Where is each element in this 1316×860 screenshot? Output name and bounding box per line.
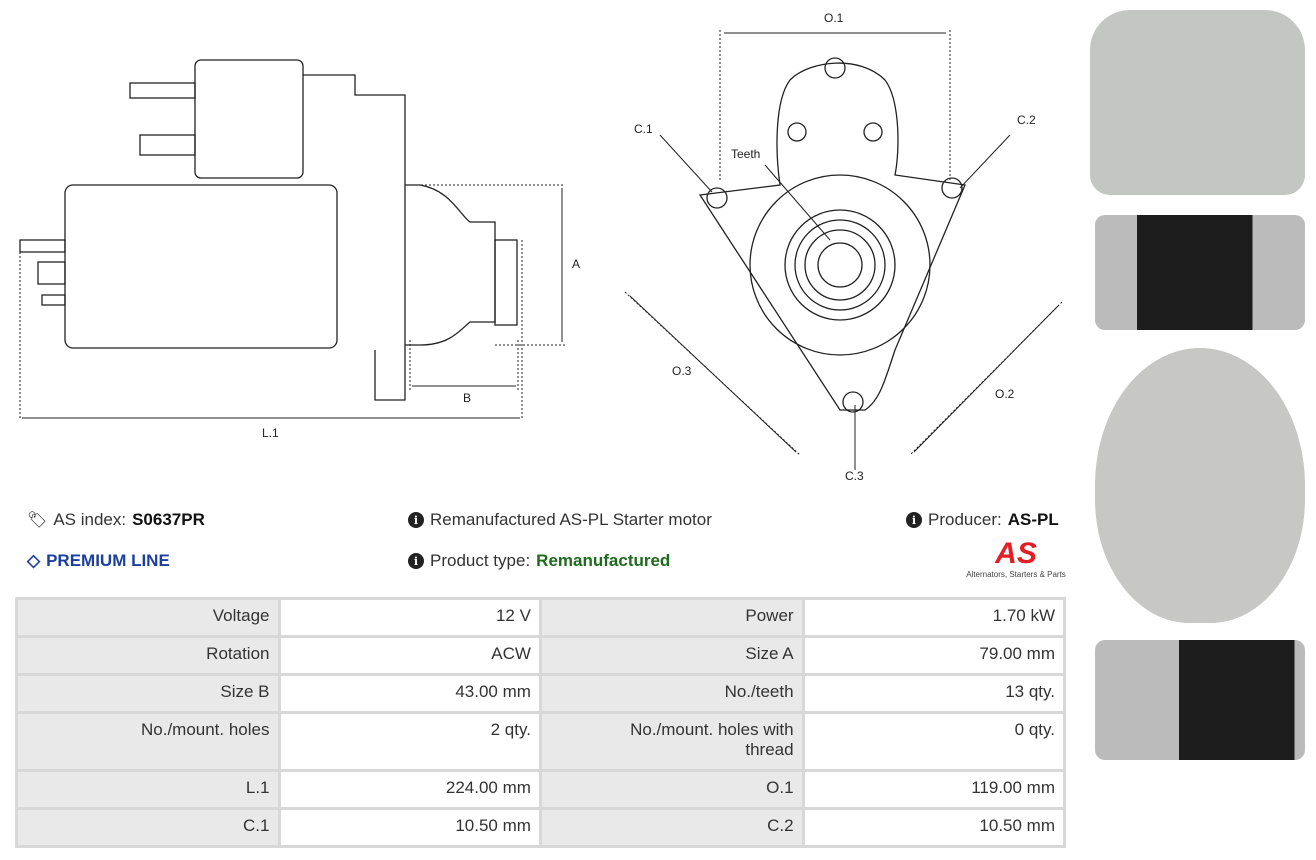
label-C3: C.3: [845, 469, 864, 483]
spec-value: 13 qty.: [801, 673, 1067, 714]
spec-value: 10.50 mm: [277, 807, 542, 848]
spec-value: 224.00 mm: [277, 769, 542, 810]
spec-label: No./mount. holes with thread: [538, 711, 805, 772]
spec-label: Size A: [538, 635, 805, 676]
spec-value: 2 qty.: [277, 711, 542, 772]
as-index: 🏷 AS index:S0637PR: [27, 510, 205, 529]
label-O3: O.3: [672, 364, 692, 378]
spec-label: Power: [538, 597, 805, 638]
front-view-drawing: [698, 57, 966, 413]
label-O2: O.2: [995, 387, 1015, 401]
product-photo-front: [1090, 10, 1305, 195]
label-A: A: [572, 257, 580, 271]
spec-label: Voltage: [15, 597, 281, 638]
spec-value: 10.50 mm: [801, 807, 1067, 848]
spec-label: No./teeth: [538, 673, 805, 714]
spec-label: Rotation: [15, 635, 281, 676]
spec-value: 79.00 mm: [801, 635, 1067, 676]
spec-label: L.1: [15, 769, 281, 810]
info-icon: i: [906, 512, 922, 528]
label-C1: C.1: [634, 122, 653, 136]
spec-value: ACW: [277, 635, 542, 676]
product-photo-rear: [1095, 348, 1305, 623]
spec-value: 0 qty.: [801, 711, 1067, 772]
info-icon: i: [408, 512, 424, 528]
label-L1: L.1: [262, 426, 279, 440]
label-O1: O.1: [824, 11, 844, 25]
label-teeth: Teeth: [731, 147, 760, 161]
premium-line-badge: ◇PREMIUM LINE: [27, 551, 170, 570]
spec-label: No./mount. holes: [15, 711, 281, 772]
technical-drawing: A B L.1 O.1 O.2 O.3 C.1 C.2 C.3 Teeth: [19, 11, 1063, 483]
spec-value: 12 V: [277, 597, 542, 638]
tags-icon: 🏷: [27, 512, 48, 529]
side-view-drawing: [19, 59, 518, 401]
spec-value: 43.00 mm: [277, 673, 542, 714]
product-photo-angle: [1095, 640, 1305, 760]
spec-label: C.1: [15, 807, 281, 848]
spec-value: 119.00 mm: [801, 769, 1067, 810]
diamond-icon: ◇: [27, 551, 41, 570]
label-C2: C.2: [1017, 113, 1036, 127]
spec-value: 1.70 kW: [801, 597, 1067, 638]
product-photo-side: [1095, 215, 1305, 330]
spec-label: O.1: [538, 769, 805, 810]
spec-label: Size B: [15, 673, 281, 714]
label-B: B: [463, 391, 471, 405]
spec-label: C.2: [538, 807, 805, 848]
as-pl-logo: AS Alternators, Starters & Parts: [966, 537, 1066, 579]
info-icon: i: [408, 553, 424, 569]
